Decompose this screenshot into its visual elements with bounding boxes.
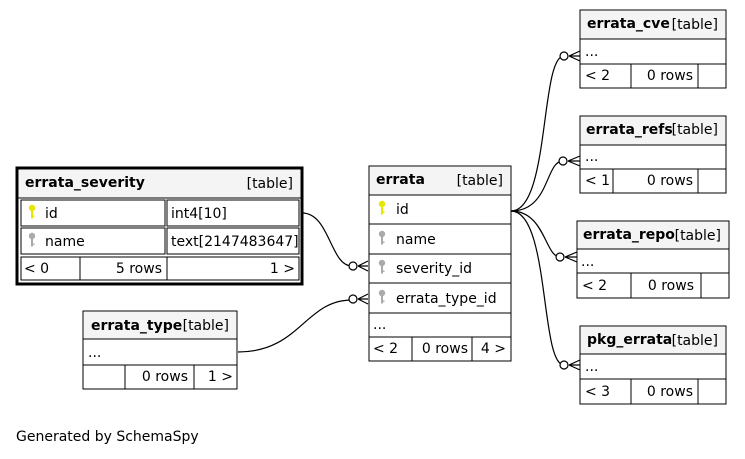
endpoint-cve bbox=[559, 50, 581, 62]
ellipsis: ... bbox=[585, 359, 598, 375]
children-count: 1 > bbox=[270, 261, 295, 277]
column-name: errata_type_id bbox=[396, 291, 497, 307]
table-tag: [table] bbox=[247, 176, 293, 192]
table-name: errata bbox=[376, 172, 425, 188]
parents-count: < 2 bbox=[582, 278, 607, 294]
edge-endpoints bbox=[348, 50, 581, 371]
row-count: 0 rows bbox=[647, 68, 693, 84]
column-name: name bbox=[45, 234, 85, 250]
ellipsis: ... bbox=[585, 149, 598, 165]
endpoint-severity bbox=[348, 260, 369, 272]
edge-repo bbox=[510, 210, 561, 258]
table-errata-severity[interactable]: errata_severity [table] id int4[10] name… bbox=[15, 166, 304, 286]
table-errata-type[interactable]: errata_type [table] ... 0 rows 1 > bbox=[82, 310, 238, 390]
column-name: id bbox=[45, 206, 58, 222]
table-tag: [table] bbox=[675, 228, 721, 244]
table-tag: [table] bbox=[672, 122, 718, 138]
column-name: id bbox=[396, 202, 409, 218]
row-count: 0 rows bbox=[648, 278, 694, 294]
edge-type bbox=[237, 299, 353, 353]
ellipsis: ... bbox=[581, 254, 594, 270]
table-errata-repo[interactable]: errata_repo [table] ... < 2 0 rows bbox=[576, 220, 730, 299]
column-type: int4[10] bbox=[171, 206, 227, 222]
endpoint-repo bbox=[555, 251, 578, 263]
table-tag: [table] bbox=[672, 333, 718, 349]
column-name: name bbox=[396, 232, 436, 248]
table-name: errata_cve bbox=[587, 16, 670, 32]
table-pkg-errata[interactable]: pkg_errata [table] ... < 3 0 rows bbox=[579, 325, 727, 405]
parents-count: < 0 bbox=[24, 261, 49, 277]
table-tag: [table] bbox=[183, 318, 229, 334]
row-count: 0 rows bbox=[142, 369, 188, 385]
ellipsis: ... bbox=[585, 44, 598, 60]
table-tag: [table] bbox=[672, 17, 718, 33]
row-count: 0 rows bbox=[422, 341, 468, 357]
ellipsis: ... bbox=[373, 317, 386, 333]
edge-severity bbox=[301, 212, 353, 267]
table-name: errata_severity bbox=[25, 175, 145, 191]
children-count: 4 > bbox=[481, 341, 506, 357]
column-name: severity_id bbox=[396, 261, 472, 277]
table-name: errata_type bbox=[91, 318, 182, 334]
generated-by-footer: Generated by SchemaSpy bbox=[16, 429, 199, 445]
endpoint-type bbox=[348, 293, 369, 305]
edge-pkg bbox=[510, 210, 565, 366]
edge-cve bbox=[510, 55, 565, 212]
parents-count: < 3 bbox=[585, 384, 610, 400]
parents-count: < 2 bbox=[373, 341, 398, 357]
table-errata[interactable]: errata [table] id name severity_id errat… bbox=[368, 165, 512, 362]
row-count: 0 rows bbox=[647, 173, 693, 189]
table-name: errata_repo bbox=[583, 227, 675, 243]
ellipsis: ... bbox=[88, 345, 101, 361]
table-name: errata_refs bbox=[586, 122, 673, 138]
endpoint-refs bbox=[558, 155, 581, 167]
table-name: pkg_errata bbox=[587, 332, 672, 348]
edge-refs bbox=[510, 160, 564, 212]
table-errata-cve[interactable]: errata_cve [table] ... < 2 0 rows bbox=[579, 9, 727, 89]
column-type: text[2147483647] bbox=[171, 234, 299, 250]
table-tag: [table] bbox=[457, 173, 503, 189]
endpoint-pkg bbox=[559, 359, 581, 371]
table-errata-refs[interactable]: errata_refs [table] ... < 1 0 rows bbox=[579, 115, 727, 194]
parents-count: < 2 bbox=[585, 68, 610, 84]
children-count: 1 > bbox=[208, 369, 233, 385]
row-count: 0 rows bbox=[647, 384, 693, 400]
parents-count: < 1 bbox=[585, 173, 610, 189]
row-count: 5 rows bbox=[116, 261, 162, 277]
relationship-edges bbox=[237, 55, 565, 366]
